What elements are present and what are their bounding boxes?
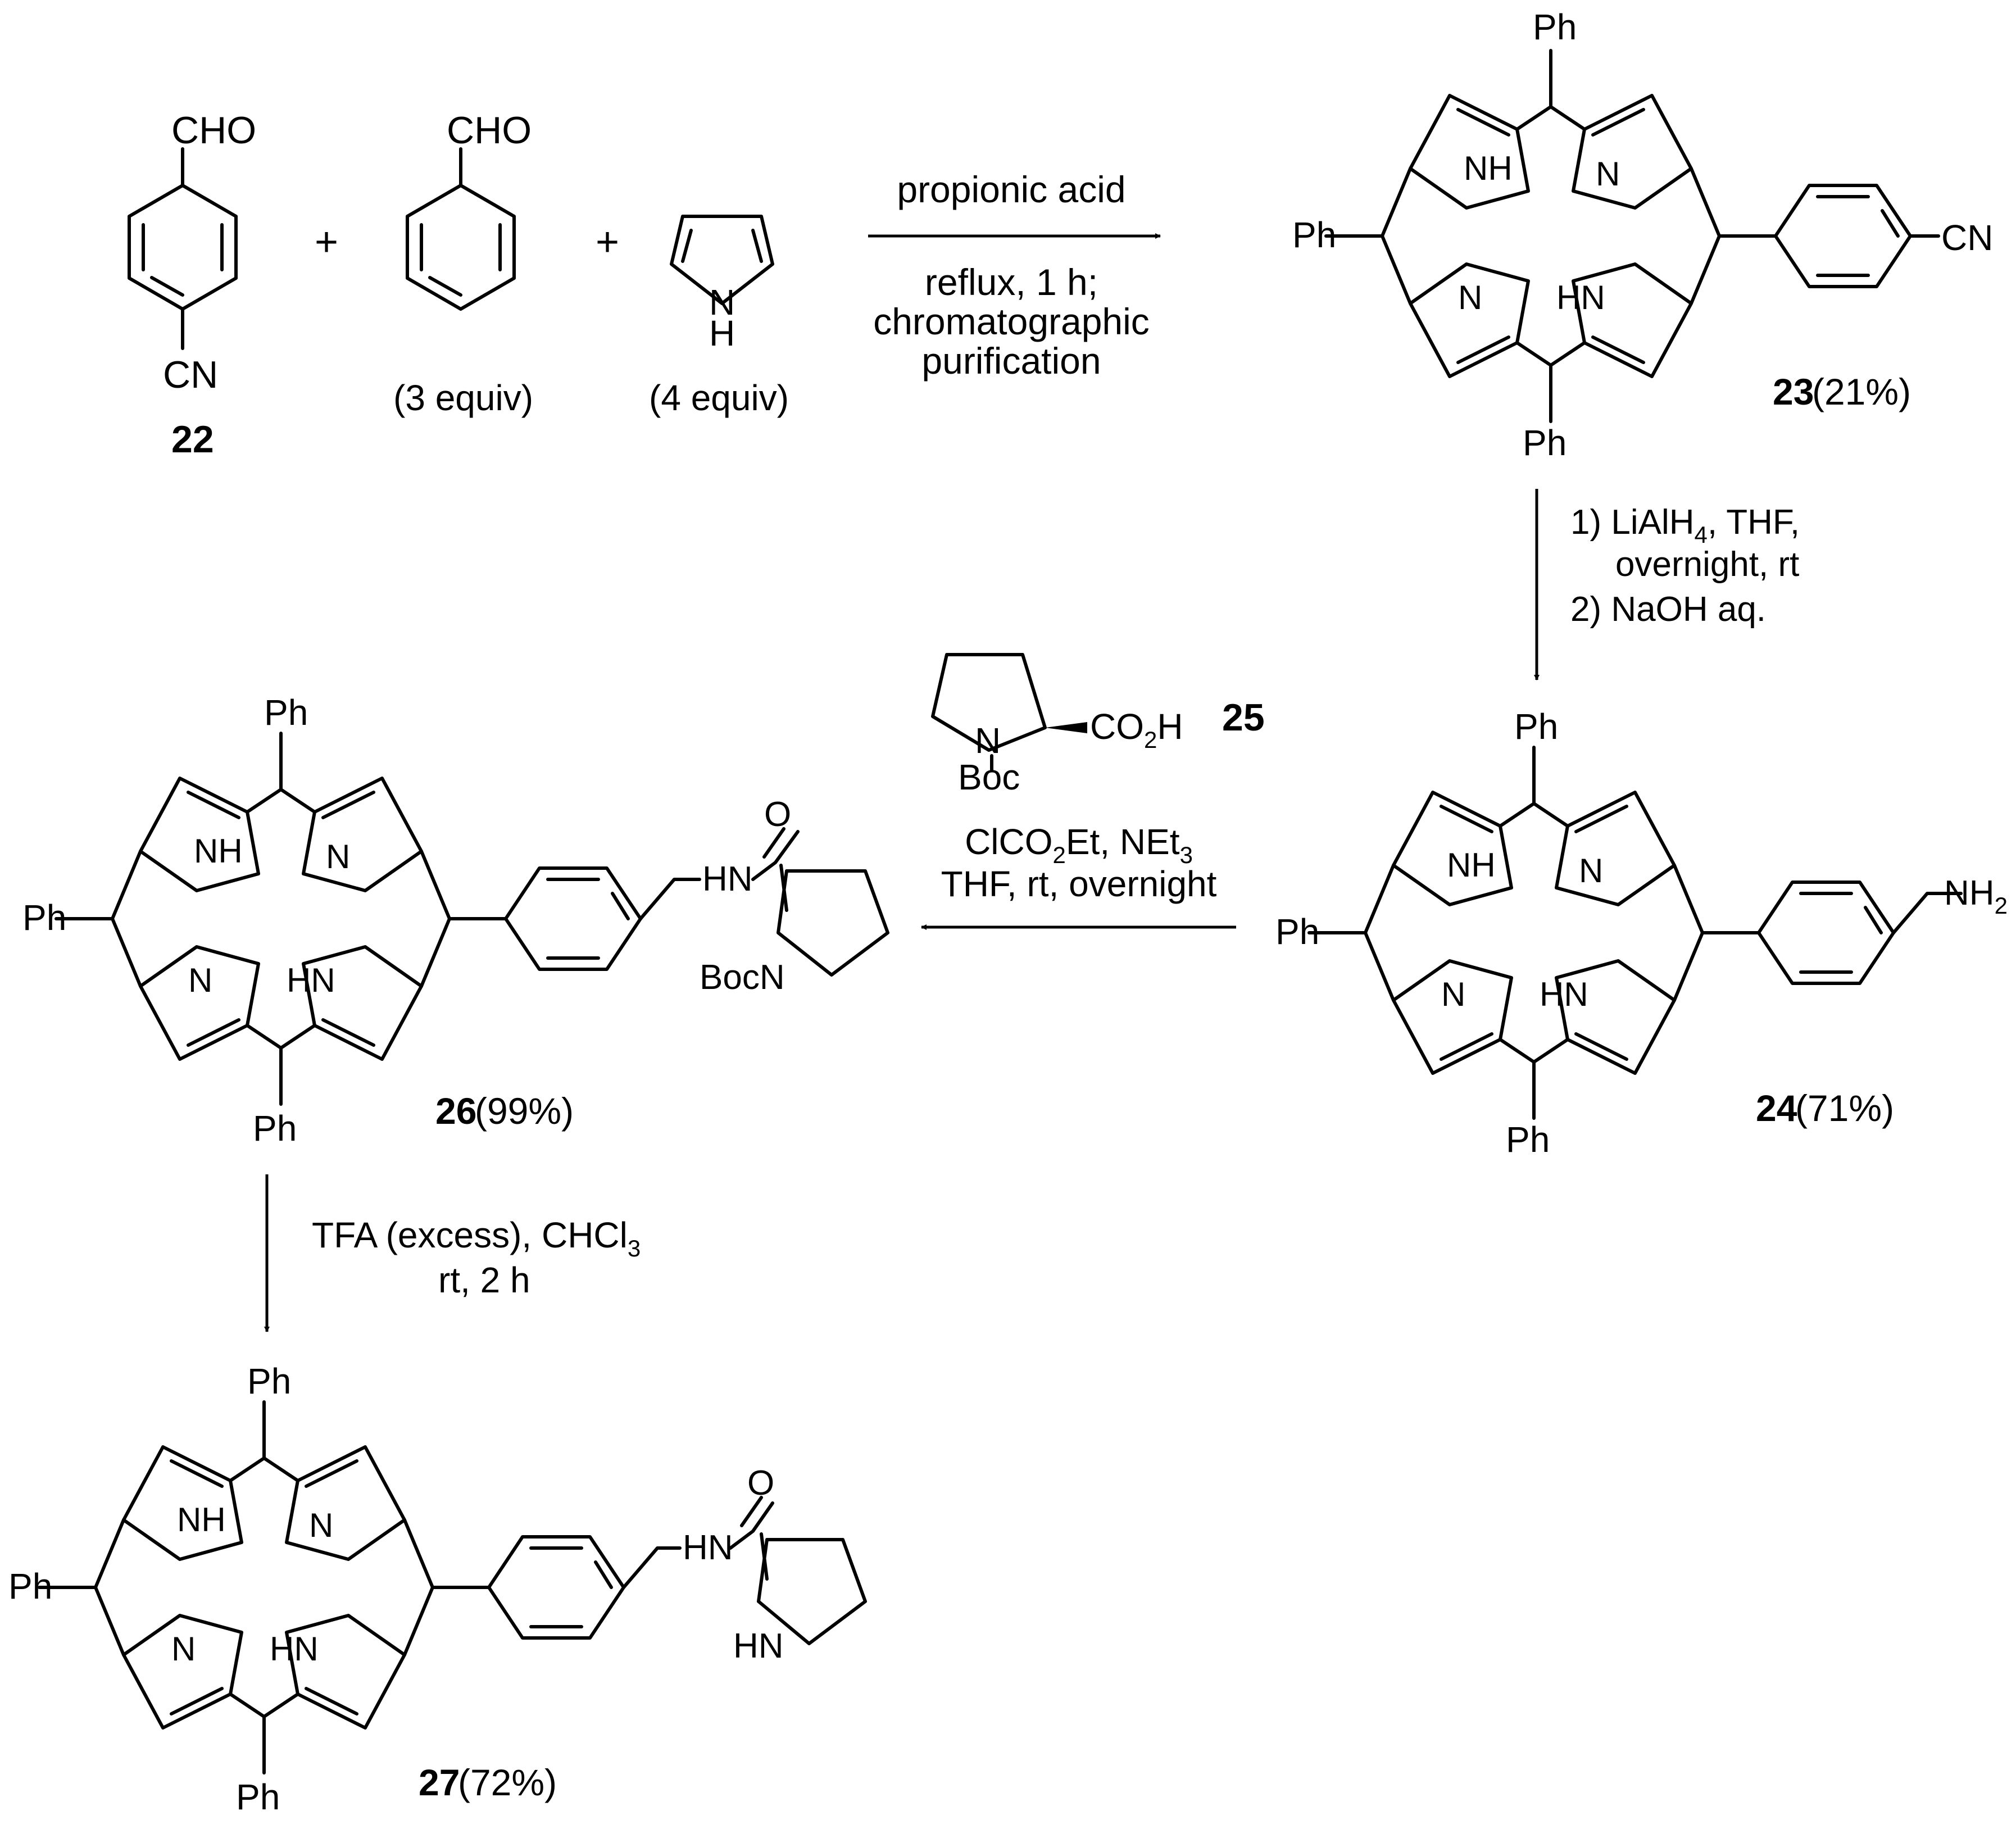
step2-line2: overnight, rt [1615,545,1799,584]
compound-number-22: 22 [171,418,214,461]
n-bottom-26: N [188,961,212,999]
nh-27: NH [177,1501,226,1538]
equiv-benzaldehyde: (3 equiv) [393,378,533,418]
step4-line1: TFA (excess), CHCl3 [312,1215,641,1261]
ph-bottom-23: Ph [1523,423,1567,463]
ph-left-26: Ph [22,897,66,938]
ph-top-26: Ph [264,692,308,733]
cho-label: CHO [171,109,256,152]
step2-line3: 2) NaOH aq. [1570,590,1766,629]
compound-number-23: 23 [1773,371,1814,412]
hn-27: HN [270,1630,319,1668]
n-top-23: N [1596,155,1620,193]
hn-23: HN [1556,279,1605,316]
amide-hn-27: HN [683,1528,733,1567]
benzaldehyde: CHO (3 equiv) [393,109,533,418]
ph-bottom-24: Ph [1506,1119,1550,1160]
nh-23: NH [1464,149,1513,187]
bocn-26: BocN [700,958,785,997]
n-top-26: N [326,838,350,875]
n-bottom-23: N [1458,279,1482,316]
step1-cond-1: reflux, 1 h; [925,261,1098,303]
step-3: ClCO2Et, NEt3 THF, rt, overnight [921,822,1236,930]
step3-line2: THF, rt, overnight [941,864,1217,904]
step3-line1: ClCO2Et, NEt3 [965,822,1193,868]
hn-26: HN [287,961,335,999]
pyrrole-n: N [709,282,735,323]
compound-number-27: 27 [419,1762,460,1803]
compound-22: CHO CN 22 [128,109,256,461]
ph-left-27: Ph [8,1566,52,1606]
n-top-27: N [309,1506,333,1544]
compound-24: Ph Ph Ph NH N N HN NH2 24 (71%) [1275,706,2008,1160]
nh2-24: NH2 [1944,874,2008,919]
amide-hn-26: HN [702,860,753,898]
step4-line2: rt, 2 h [438,1260,530,1300]
n-bottom-24: N [1441,975,1465,1013]
n-bottom-27: N [171,1630,196,1668]
compound-number-24: 24 [1756,1087,1797,1129]
compound-number-26: 26 [435,1090,476,1132]
amide-o-27: O [747,1464,774,1503]
step1-reagent: propionic acid [897,169,1125,210]
nh-24: NH [1447,846,1496,884]
co2h-25: CO2H [1090,706,1183,753]
yield-26: (99%) [475,1090,574,1132]
ph-left-24: Ph [1275,911,1319,952]
yield-27: (72%) [458,1762,557,1803]
compound-27: Ph Ph Ph NH N N HN HN O HN 27 (72%) [8,1361,867,1817]
nh-26: NH [194,832,243,870]
compound-25: N Boc CO2H 25 [931,653,1265,797]
cn-23: CN [1941,217,1993,258]
step-1: propionic acid reflux, 1 h; chromatograp… [868,169,1161,382]
compound-23: Ph Ph Ph NH N N HN CN 23 (21%) [1292,7,1993,463]
ph-bottom-26: Ph [253,1108,297,1149]
ph-top-27: Ph [247,1361,291,1401]
amide-o-26: O [764,795,791,834]
plus-sign-2: + [596,220,619,265]
cho-label-2: CHO [447,109,532,152]
cn-label: CN [163,353,218,396]
yield-23: (21%) [1812,371,1911,412]
equiv-pyrrole: (4 equiv) [649,378,789,418]
step2-line1: 1) LiAlH4, THF, [1570,503,1800,548]
proline-hn-27: HN [733,1627,784,1665]
ph-left-23: Ph [1292,215,1336,255]
pyrrole: N H (4 equiv) [649,215,789,418]
step-4: TFA (excess), CHCl3 rt, 2 h [264,1174,641,1332]
step1-cond-2: chromatographic [873,301,1150,342]
n-top-24: N [1579,852,1603,889]
pyrrole-h: H [709,313,735,353]
compound-number-25: 25 [1222,696,1265,739]
compound-26: Ph Ph Ph NH N N HN HN O BocN 26 (99%) [22,692,889,1149]
ph-top-23: Ph [1533,7,1577,47]
ph-bottom-27: Ph [236,1777,280,1817]
yield-24: (71%) [1795,1087,1894,1129]
boc-25: Boc [958,757,1020,797]
proline-n-25: N [975,720,1001,761]
ph-top-24: Ph [1514,706,1558,747]
step1-cond-3: purification [921,340,1101,382]
step-2: 1) LiAlH4, THF, overnight, rt 2) NaOH aq… [1534,489,1800,680]
hn-24: HN [1540,975,1588,1013]
plus-sign: + [315,220,338,265]
